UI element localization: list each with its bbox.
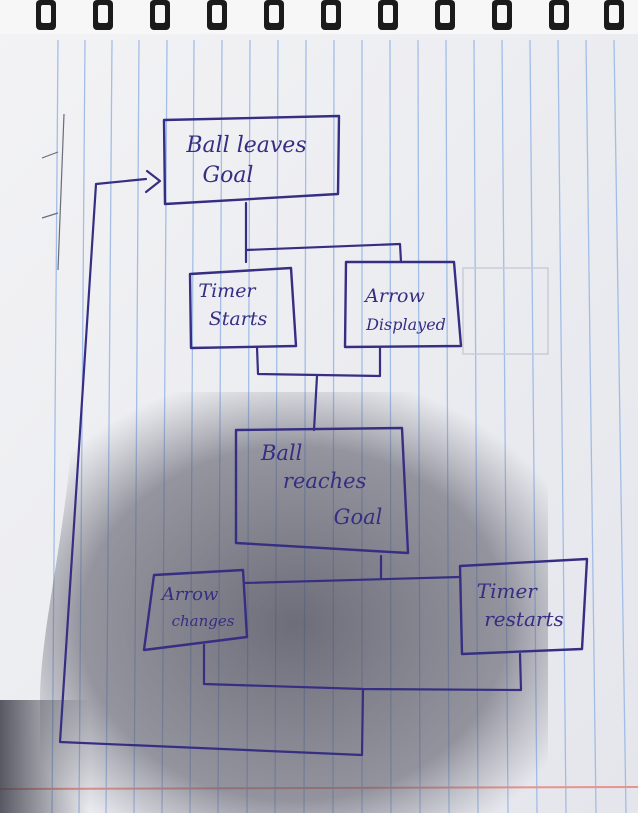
photo-shadow	[0, 392, 548, 813]
connector-merge-bottom	[202, 643, 523, 692]
label-line: changes	[172, 612, 235, 630]
label-line: Arrow	[160, 584, 219, 605]
edge-marks	[41, 113, 65, 271]
label-line: Starts	[209, 308, 268, 330]
connector-leaves-to-split	[244, 201, 403, 264]
label-line: reaches	[283, 469, 367, 493]
label-line: Arrow	[363, 285, 425, 307]
connector-merge-to-reaches	[255, 345, 382, 432]
box-timer-starts	[188, 266, 298, 350]
box-ball-leaves-goal	[162, 114, 341, 206]
label-line: restarts	[484, 607, 563, 631]
label-line: Displayed	[365, 315, 446, 334]
box-timer-restarts	[458, 557, 589, 656]
label-timer-starts: Timer Starts	[198, 280, 267, 330]
label-line: Timer	[198, 280, 257, 302]
connectors	[58, 169, 523, 757]
label-arrow-displayed: Arrow Displayed	[363, 285, 446, 334]
box-arrow-displayed	[343, 260, 463, 349]
loop-arrowhead	[144, 169, 162, 194]
label-timer-restarts: Timer restarts	[477, 579, 564, 631]
flow-labels: Ball leaves Goal Timer Starts Arrow Disp…	[160, 133, 564, 631]
ghost-box	[462, 267, 549, 355]
label-line: Ball leaves	[185, 133, 306, 158]
label-line: Ball	[260, 441, 302, 465]
label-line: Goal	[203, 163, 254, 188]
flow-boxes	[142, 114, 589, 656]
box-arrow-changes	[142, 568, 249, 652]
box-ball-reaches-goal	[234, 426, 410, 555]
spiral-binding	[0, 0, 638, 34]
label-arrow-changes: Arrow changes	[160, 584, 235, 630]
connector-loop-back	[58, 177, 365, 757]
label-ball-leaves-goal: Ball leaves Goal	[185, 133, 313, 188]
label-ball-reaches-goal: Ball reaches Goal	[260, 441, 382, 529]
label-line: Goal	[334, 505, 383, 529]
connector-reaches-to-split	[242, 554, 462, 585]
label-line: Timer	[477, 579, 539, 603]
